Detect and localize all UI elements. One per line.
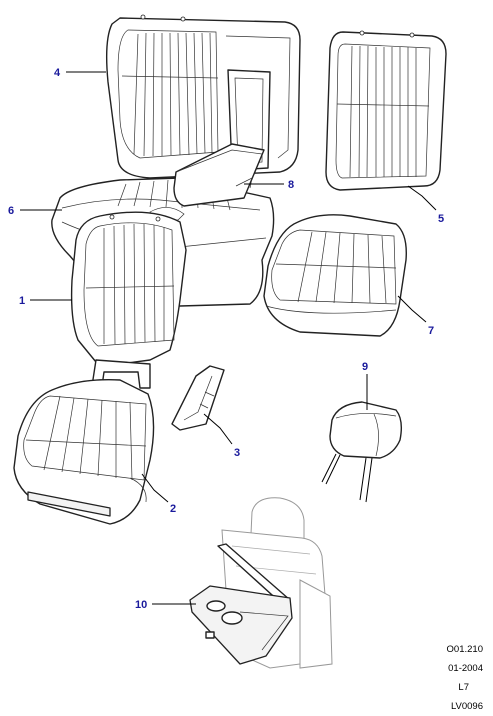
reference-illustration-id: LV0096 [450,701,483,712]
callout-3: 3 [234,447,240,459]
callout-1: 1 [19,295,25,307]
leader-lines [20,71,437,605]
reference-block: O01.210 01-2004 L7 LV0096 [403,640,483,716]
callout-6: 6 [8,205,14,217]
seat-side-trim [171,365,225,431]
rear-armrest [173,143,265,207]
headrest [321,401,403,503]
front-seat-backrest [70,211,187,389]
callout-2: 2 [170,503,176,515]
callout-7: 7 [428,325,434,337]
callout-9: 9 [362,361,368,373]
callout-5: 5 [438,213,444,225]
rear-seat-backrest [105,14,301,179]
leader-7 [397,295,427,323]
rear-seat-backrest-small [325,30,447,191]
reference-model: L7 [458,682,469,693]
callout-10: 10 [135,599,147,611]
reference-date: 01-2004 [448,663,483,674]
leader-3 [203,413,233,445]
rear-seat-folding-table [189,497,333,669]
leader-2 [141,473,169,503]
callouts: 4 6 1 8 5 7 3 2 9 10 [8,67,444,611]
front-seat-cushion [13,379,155,525]
callout-8: 8 [288,179,294,191]
reference-code: O01.210 [446,644,483,655]
front-seat-cushion-right [263,214,407,337]
callout-4: 4 [54,67,61,79]
leader-5 [407,185,437,211]
